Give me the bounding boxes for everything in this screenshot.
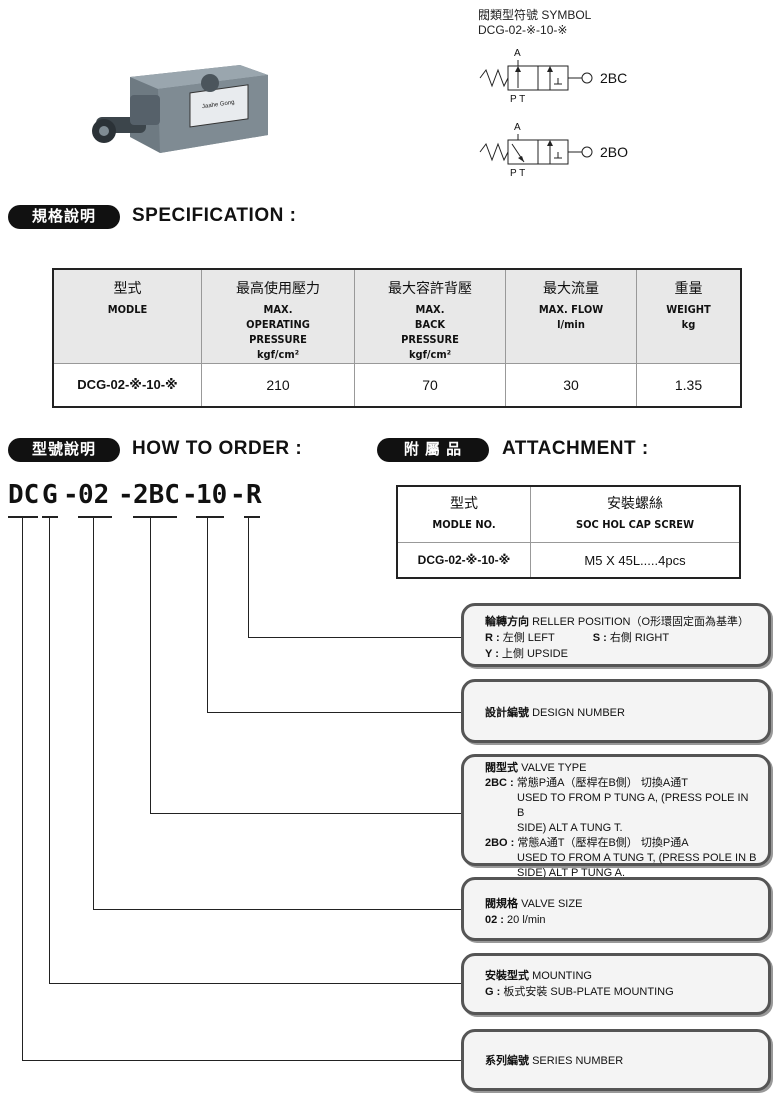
underline-design	[196, 516, 224, 518]
valve-type-box: 閥型式 VALVE TYPE 2BC : 常態P通A（壓桿在B側） 切換A通T …	[461, 754, 771, 879]
attachment-header-model: 型式 MODLE NO.	[396, 485, 531, 543]
symbol-2bc: A P T 2BC	[478, 48, 628, 110]
code-dash-1: -	[63, 480, 79, 510]
code-dash-4: -	[230, 480, 246, 510]
attachment-cell-model: DCG-02-※-10-※	[396, 542, 531, 579]
connector-design-v	[207, 517, 208, 713]
spec-cell-flow: 30	[505, 363, 637, 408]
specification-title: SPECIFICATION :	[132, 205, 297, 226]
spec-cell-back-pressure: 70	[354, 363, 506, 408]
mounting-title: 安裝型式 MOUNTING	[485, 970, 592, 982]
series-title: 系列編號 SERIES NUMBER	[485, 1055, 624, 1067]
attachment-badge: 附 屬 品	[377, 438, 489, 462]
symbol-label-2bo: 2BO	[600, 144, 629, 160]
spec-data-row: DCG-02-※-10-※ 210 70 30 1.35	[52, 363, 742, 408]
valve-size-box: 閥規格 VALVE SIZE 02 : 20 l/min	[461, 877, 771, 941]
valve-type-2bc-line3: SIDE) ALT A TUNG T.	[517, 822, 623, 834]
connector-mounting-h	[49, 983, 462, 984]
attachment-data-row: DCG-02-※-10-※ M5 X 45L.....4pcs	[396, 542, 741, 579]
connector-series-v	[22, 517, 23, 1060]
spec-header-model: 型式 MODLE	[52, 268, 202, 364]
port-a-label: A	[514, 48, 521, 59]
ports-pt-label: P T	[510, 94, 526, 105]
connector-size-v	[93, 517, 94, 909]
underline-size	[78, 516, 112, 518]
connector-valve-type-v	[150, 517, 151, 813]
specification-table: 型式 MODLE 最高使用壓力 MAX. OPERATING PRESSURE …	[52, 268, 742, 408]
code-mounting: G	[42, 480, 58, 510]
connector-design-h	[207, 712, 462, 713]
valve-type-2bo: 2BO : 常態A通T（壓桿在B側） 切換P通A	[485, 837, 689, 849]
code-size: 02	[78, 480, 110, 510]
spec-header-pressure: 最高使用壓力 MAX. OPERATING PRESSURE kgf/cm²	[201, 268, 355, 364]
design-number-box: 設計編號 DESIGN NUMBER	[461, 679, 771, 743]
attachment-title: ATTACHMENT :	[502, 438, 649, 459]
spec-header-back-pressure: 最大容許背壓 MAX. BACK PRESSURE kgf/cm²	[354, 268, 506, 364]
model-code: DC G - 02 - 2BC - 10 - R	[8, 480, 278, 520]
connector-valve-type-h	[150, 813, 462, 814]
how-to-order-badge: 型號說明	[8, 438, 120, 462]
spec-header-row: 型式 MODLE 最高使用壓力 MAX. OPERATING PRESSURE …	[52, 268, 742, 364]
spec-header-weight: 重量 WEIGHT kg	[636, 268, 742, 364]
connector-mounting-v	[49, 517, 50, 983]
spec-cell-pressure: 210	[201, 363, 355, 408]
connector-roller-h	[248, 637, 462, 638]
mounting-option: G : 板式安裝 SUB-PLATE MOUNTING	[485, 986, 674, 998]
symbol-title: 閥類型符號 SYMBOL DCG-02-※-10-※	[478, 8, 591, 38]
design-title: 設計編號 DESIGN NUMBER	[485, 707, 625, 719]
underline-valve-type	[133, 516, 177, 518]
connector-roller-v	[248, 517, 249, 637]
size-title: 閥規格 VALVE SIZE	[485, 898, 583, 910]
valve-type-2bc: 2BC : 常態P通A（壓桿在B側） 切換A通T	[485, 777, 688, 789]
code-dash-2: -	[118, 480, 134, 510]
symbol-title-line1: 閥類型符號 SYMBOL	[478, 8, 592, 22]
roller-option-y: Y : 上側 UPSIDE	[485, 648, 568, 660]
code-series: DC	[8, 480, 40, 510]
symbol-title-line2: DCG-02-※-10-※	[478, 23, 568, 37]
connector-size-h	[93, 909, 462, 910]
mounting-box: 安裝型式 MOUNTING G : 板式安裝 SUB-PLATE MOUNTIN…	[461, 953, 771, 1015]
valve-type-2bc-line2: USED TO FROM P TUNG A, (PRESS POLE IN B	[517, 792, 749, 819]
ports-pt-label: P T	[510, 168, 526, 179]
series-number-box: 系列編號 SERIES NUMBER	[461, 1029, 771, 1091]
roller-position-box: 輪轉方向 RELLER POSITION（O形環固定面為基準） R : 左側 L…	[461, 603, 771, 667]
attachment-cell-screw: M5 X 45L.....4pcs	[530, 542, 741, 579]
code-dash-3: -	[182, 480, 198, 510]
underline-mounting	[42, 516, 58, 518]
code-design: 10	[196, 480, 228, 510]
size-option: 02 : 20 l/min	[485, 914, 546, 926]
attachment-table: 型式 MODLE NO. 安裝螺絲 SOC HOL CAP SCREW DCG-…	[396, 485, 741, 579]
symbol-label-2bc: 2BC	[600, 70, 628, 86]
code-valve-type: 2BC	[133, 480, 180, 510]
code-roller: R	[246, 480, 262, 510]
valve-type-2bo-line3: SIDE) ALT P TUNG A.	[517, 867, 626, 879]
underline-roller	[244, 516, 260, 518]
spec-cell-weight: 1.35	[636, 363, 742, 408]
spec-cell-model: DCG-02-※-10-※	[52, 363, 202, 408]
underline-series	[8, 516, 38, 518]
valve-type-2bo-line2: USED TO FROM A TUNG T, (PRESS POLE IN B	[517, 852, 757, 864]
connector-series-h	[22, 1060, 462, 1061]
valve-type-title: 閥型式 VALVE TYPE	[485, 762, 587, 774]
roller-title: 輪轉方向 RELLER POSITION（O形環固定面為基準）	[485, 616, 750, 628]
product-image: Jaahe Gong	[90, 55, 280, 175]
port-a-label: A	[514, 122, 521, 133]
symbol-2bo: A P T 2BO	[478, 122, 628, 184]
attachment-header-screw: 安裝螺絲 SOC HOL CAP SCREW	[530, 485, 741, 543]
specification-badge: 規格說明	[8, 205, 120, 229]
spec-header-flow: 最大流量 MAX. FLOW l/min	[505, 268, 637, 364]
attachment-header-row: 型式 MODLE NO. 安裝螺絲 SOC HOL CAP SCREW	[396, 485, 741, 543]
how-to-order-title: HOW TO ORDER :	[132, 438, 303, 459]
